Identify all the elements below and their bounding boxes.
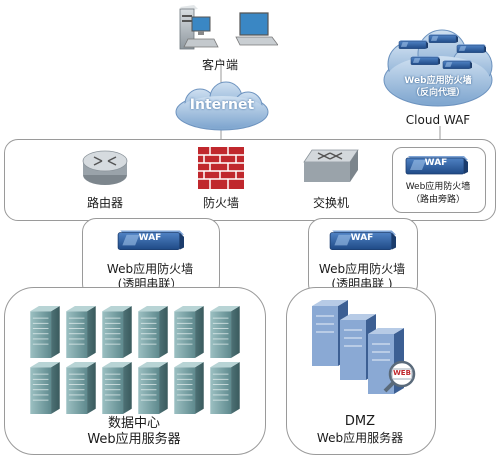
cloud-waf-tile-icon [410, 56, 440, 65]
web-magnifier-icon [383, 360, 416, 393]
dmz-label-1: DMZ [344, 414, 376, 429]
cloud-icon [175, 81, 269, 131]
datacenter-server-grid [28, 306, 248, 416]
dmz-web-badge: WEB [393, 369, 411, 377]
client-computers [170, 3, 280, 55]
waf-bypass-label-2: （路由旁路） [410, 195, 465, 205]
cloud-waf-caption: Cloud WAF [405, 113, 471, 127]
cloud-waf-tile-icon [428, 34, 458, 43]
server-icon [173, 362, 205, 414]
server-icon [101, 362, 133, 414]
server-icon [65, 362, 97, 414]
waf-left-line1: Web应用防火墙 [106, 262, 194, 276]
laptop-icon [235, 12, 278, 46]
waf-bypass-label-1: Web应用防火墙 [405, 182, 471, 192]
client-label: 客户端 [201, 58, 238, 72]
dmz-label-2: Web应用服务器 [316, 431, 404, 445]
waf-left-tile-text: WAF [138, 233, 162, 243]
cloud-waf: Web应用防火墙 （反向代理） [380, 28, 496, 110]
datacenter-label-2: Web应用服务器 [87, 432, 181, 447]
firewall-label: 防火墙 [202, 196, 239, 210]
desktop-pc-icon [179, 5, 219, 50]
server-icon [137, 306, 169, 358]
internet-label: Internet [189, 97, 255, 113]
server-icon [29, 362, 61, 414]
firewall-icon [198, 147, 244, 189]
cloud-waf-inner-label-2: （反向代理） [410, 88, 465, 98]
router-label: 路由器 [86, 196, 123, 210]
server-icon [209, 362, 241, 414]
waf-right-tile-text: WAF [350, 233, 374, 243]
cloud-waf-tile-icon [456, 44, 486, 53]
server-icon [65, 306, 97, 358]
server-icon [29, 306, 61, 358]
cloud-waf-tile-icon [442, 60, 472, 69]
waf-bypass-tile-text: WAF [424, 158, 448, 168]
server-icon [137, 362, 169, 414]
switch-label: 交换机 [312, 196, 349, 210]
dmz-servers: WEB [312, 300, 422, 400]
server-icon [209, 306, 241, 358]
datacenter-label-1: 数据中心 [107, 416, 160, 431]
switch-icon [303, 149, 359, 182]
server-icon [101, 306, 133, 358]
cloud-waf-tile-icon [398, 40, 428, 49]
router-icon [82, 150, 128, 185]
waf-right-line1: Web应用防火墙 [318, 262, 406, 276]
internet-cloud: Internet [170, 80, 274, 136]
server-icon [173, 306, 205, 358]
cloud-waf-inner-label-1: Web应用防火墙 [404, 76, 472, 86]
